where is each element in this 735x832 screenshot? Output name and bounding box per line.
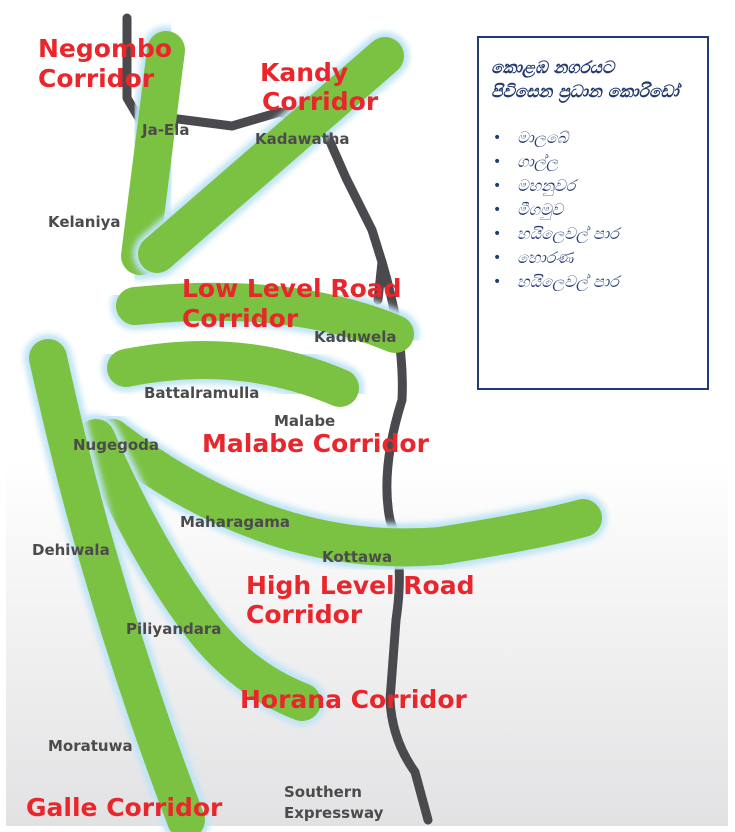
corridor-label-kandy-1: Kandy (260, 58, 348, 87)
legend-list: මාලබේ ගාල්ල මහනුවර මීගමුව හයිලෙවල් පාර හ… (491, 126, 697, 294)
place-battalramulla: Battalramulla (144, 384, 259, 402)
place-nugegoda: Nugegoda (73, 436, 159, 454)
place-southern: Southern (284, 783, 362, 801)
corridor-shape-low-level-road (111, 277, 419, 358)
place-ja-ela: Ja-Ela (141, 121, 189, 139)
legend-item: ගාල්ල (491, 150, 697, 174)
place-kottawa: Kottawa (322, 548, 392, 566)
corridor-label-kandy-2: Corridor (262, 87, 379, 116)
place-malabe: Malabe (274, 412, 335, 430)
corridor-label-galle: Galle Corridor (26, 793, 223, 822)
corridor-label-high-level-1: High Level Road (246, 571, 475, 600)
road-southern-expressway (377, 257, 433, 825)
legend-item: මහනුවර (491, 174, 697, 198)
legend-box: කොළඹ නගරයට පිවිසෙන ප්‍රධාන කොරිඩෝ මාලබේ … (477, 36, 709, 390)
place-piliyandara: Piliyandara (126, 620, 221, 638)
legend-title-line-1: කොළඹ නගරයට (491, 58, 615, 78)
legend-item: මාලබේ (491, 126, 697, 150)
place-kelaniya: Kelaniya (48, 213, 121, 231)
legend-item: හයිලෙවල් පාර (491, 270, 697, 294)
legend-title-line-2: පිවිසෙන ප්‍රධාන කොරිඩෝ (491, 82, 679, 102)
corridors (24, 26, 607, 832)
corridor-shape-malabe (102, 336, 364, 412)
place-dehiwala: Dehiwala (32, 541, 110, 559)
legend-item: හයිලෙවල් පාර (491, 222, 697, 246)
legend-item: හොරණ (491, 246, 697, 270)
road-kadawatha (165, 107, 387, 305)
corridor-labels: Negombo Corridor Kandy Corridor Low Leve… (26, 34, 475, 822)
place-expressway: Expressway (284, 804, 384, 822)
corridor-shape-kandy (133, 32, 409, 278)
place-kaduwela: Kaduwela (314, 328, 396, 346)
corridor-shape-high-level-road (88, 414, 607, 572)
corridor-label-low-level-1: Low Level Road (182, 274, 402, 303)
corridor-label-horana: Horana Corridor (240, 685, 467, 714)
place-moratuwa: Moratuwa (48, 737, 133, 755)
place-maharagama: Maharagama (180, 513, 290, 531)
legend-item: මීගමුව (491, 198, 697, 222)
corridor-label-high-level-2: Corridor (246, 600, 363, 629)
corridor-shape-horana (72, 414, 326, 726)
corridor-label-negombo-1: Negombo (38, 34, 172, 63)
corridor-shape-negombo (116, 26, 190, 280)
corridor-label-negombo-2: Corridor (38, 64, 155, 93)
place-kadawatha: Kadawatha (255, 130, 350, 148)
legend-title: කොළඹ නගරයට පිවිසෙන ප්‍රධාන කොරිඩෝ (491, 56, 697, 104)
corridor-label-low-level-2: Corridor (182, 304, 299, 333)
corridor-shape-galle (24, 334, 210, 832)
corridor-label-malabe: Malabe Corridor (202, 429, 430, 458)
place-labels: Ja-Ela Kadawatha Kelaniya Kaduwela Batta… (32, 121, 396, 822)
